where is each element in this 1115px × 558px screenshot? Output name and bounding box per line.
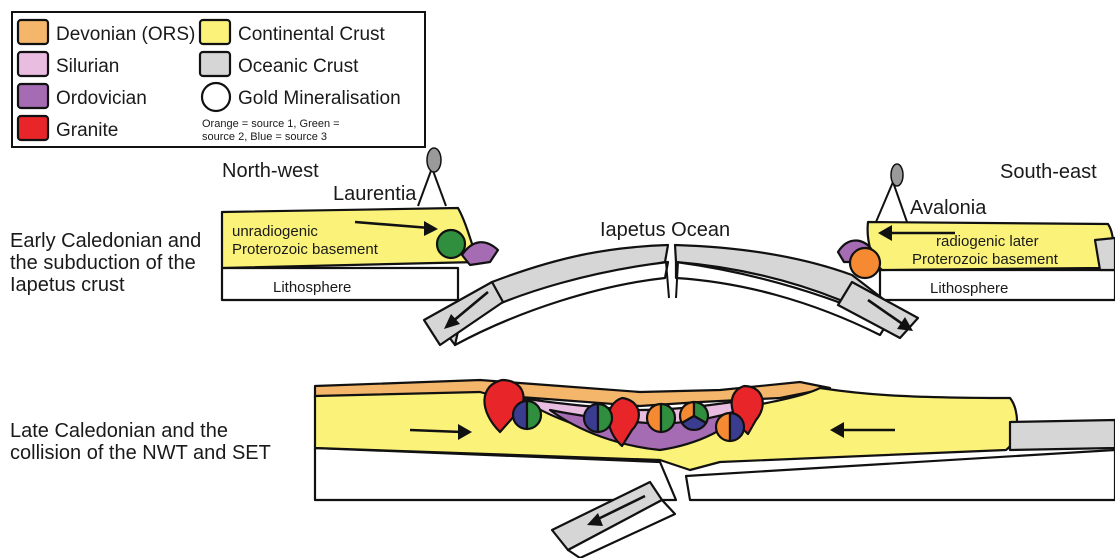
legend-swatch-oceanic-crust [200,52,230,76]
label-unradiogenic-2: Proterozoic basement [232,241,379,258]
legend-label-silurian: Silurian [56,56,119,77]
legend-swatch-ordovician [18,84,48,108]
label-avalonia: Avalonia [910,197,987,219]
label-unradiogenic-1: unradiogenic [232,223,318,240]
stage1-caption-line-2: the subduction of the [10,252,196,274]
stage2-caption-line-2: collision of the NWT and SET [10,442,271,464]
laurentia-volcano-plume [427,148,441,172]
stage1-caption-line-1: Early Caledonian and [10,230,201,252]
gold-deposit-5 [716,413,744,441]
stage1-caption-line-3: Iapetus crust [10,274,125,296]
stage-early-caledonian: Early Caledonian and the subduction of t… [10,148,1115,345]
oceanic-crust-lower-right [1010,420,1115,450]
legend-note-line-1: Orange = source 1, Green = [202,118,340,130]
stage-late-caledonian: Late Caledonian and the collision of the… [10,380,1115,558]
legend-label-granite: Granite [56,120,118,141]
lithosphere-right-label: Lithosphere [930,280,1008,297]
gold-deposit-avalonia [850,248,880,278]
label-iapetus-ocean: Iapetus Ocean [600,219,730,241]
label-laurentia: Laurentia [333,183,417,205]
legend-swatch-devonian [18,20,48,44]
legend-label-devonian: Devonian (ORS) [56,24,195,45]
gold-deposit-laurentia [437,230,465,258]
avalonia-volcano-plume [891,164,903,186]
legend-label-continental-crust: Continental Crust [238,24,386,45]
label-radiogenic-1: radiogenic later [936,233,1039,250]
legend-swatch-gold-mineralisation [202,83,230,111]
legend-label-oceanic-crust: Oceanic Crust [238,56,359,77]
gold-deposit-1 [513,401,541,429]
gold-deposit-4 [680,402,708,430]
legend-swatch-granite [18,116,48,140]
label-north-west: North-west [222,160,319,182]
legend-swatch-silurian [18,52,48,76]
laurentia-volcano [418,168,446,206]
legend-note-line-2: source 2, Blue = source 3 [202,131,327,143]
legend-swatch-continental-crust [200,20,230,44]
gold-deposit-3 [647,404,675,432]
legend-label-gold-mineralisation: Gold Mineralisation [238,88,401,109]
label-radiogenic-2: Proterozoic basement [912,251,1059,268]
stage2-caption-line-1: Late Caledonian and the [10,420,228,442]
gold-deposit-2 [584,404,612,432]
label-south-east: South-east [1000,161,1097,183]
legend-label-ordovician: Ordovician [56,88,147,109]
legend: Devonian (ORS) Silurian Ordovician Grani… [12,12,425,147]
lithosphere-left-label: Lithosphere [273,279,351,296]
avalonia-volcano [876,182,907,222]
